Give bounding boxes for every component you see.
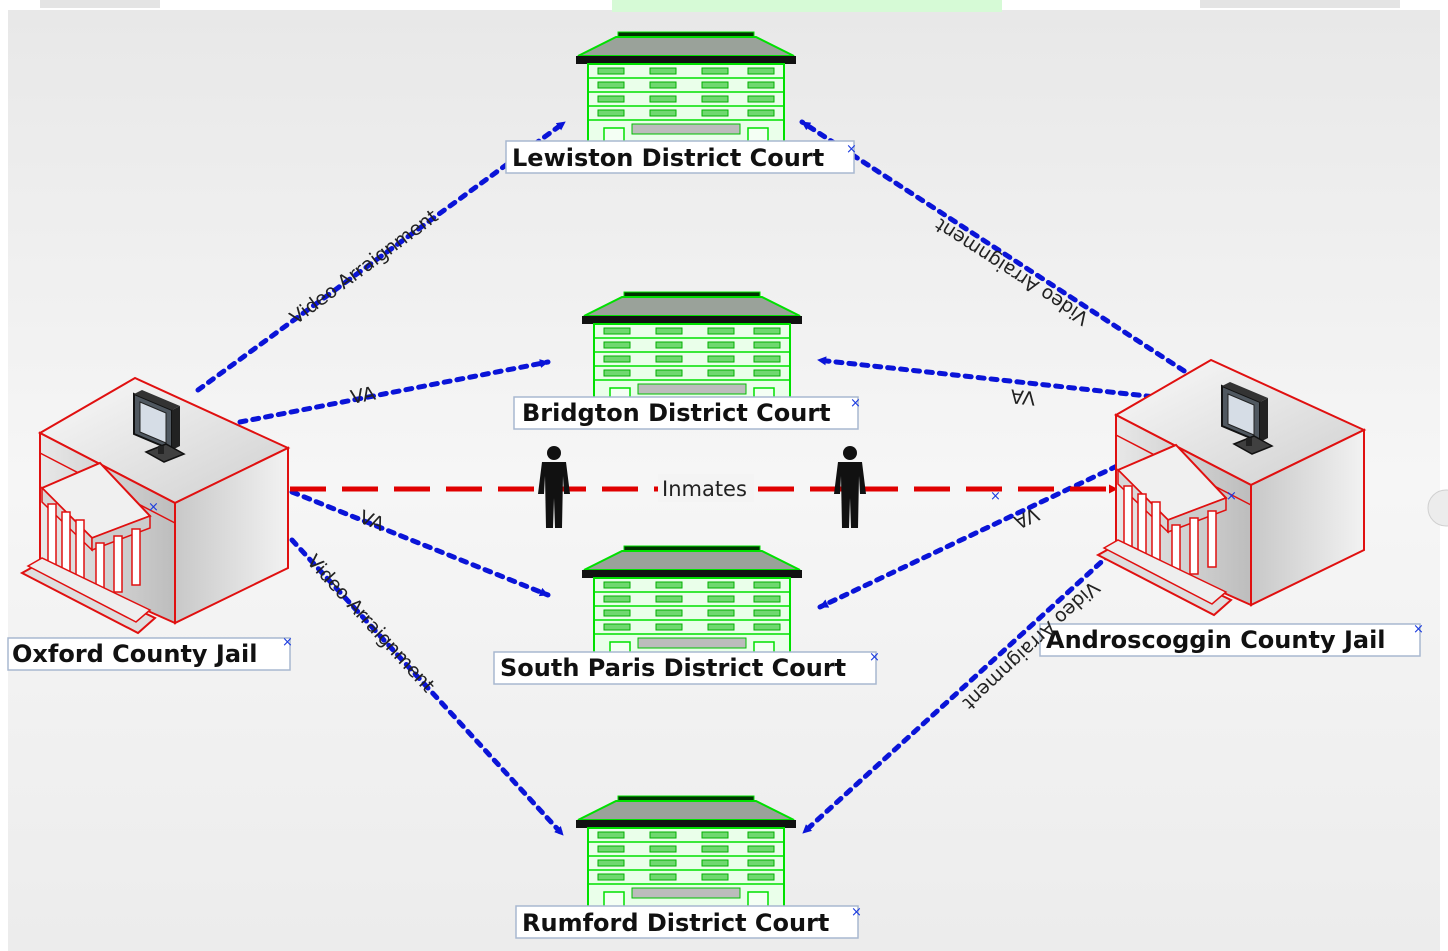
courthouse-building-icon [581,291,803,405]
top-tab-artifact [612,0,1002,12]
close-marker-icon: × [850,396,861,411]
inmates-label-group: Inmates [658,474,754,502]
court-label-south-paris: South Paris District Court [500,654,846,682]
court-south-paris: South Paris District Court × [493,545,880,685]
edge-circle-artifact [1427,489,1448,527]
court-bridgton: Bridgton District Court × [513,291,861,430]
edge-andro-bridgton [815,356,1168,401]
courthouse-building-icon [575,31,797,145]
courthouse-building-icon [575,795,797,909]
jail-label-box [7,637,291,671]
jail-label-box [1039,623,1421,657]
court-label-box [493,651,877,685]
edge-label-andro-bridgton: VA [1010,384,1037,408]
edge-oxford-bridgton [237,359,551,425]
court-lewiston: Lewiston District Court × [505,31,857,174]
close-marker-icon: × [282,635,293,650]
close-marker-icon: × [990,489,1001,504]
edge-andro-rumford [800,542,1123,836]
court-label-rumford: Rumford District Court [522,909,829,937]
jail-oxford: Oxford County Jail × × [7,377,293,671]
inmates-label-bg [658,474,754,502]
court-label-box [513,396,859,430]
close-marker-icon: × [851,905,862,920]
courthouse-building-icon [581,545,803,659]
edge-oxford-rumford [289,537,566,838]
close-marker-icon: × [869,650,880,665]
close-marker-icon: × [148,500,159,515]
court-label-box [515,905,859,939]
edge-andro-lewiston [799,119,1198,381]
edge-oxford-south-paris [289,489,551,598]
jail-label-androscoggin: Androscoggin County Jail [1046,626,1386,654]
close-marker-icon: × [1226,489,1237,504]
jail-androscoggin: Androscoggin County Jail × × × [990,359,1424,657]
edge-label-oxford-bridgton: VA [349,383,378,409]
court-label-lewiston: Lewiston District Court [512,144,824,172]
court-label-bridgton: Bridgton District Court [522,399,831,427]
top-edge-artifact-left [40,0,160,8]
edge-oxford-lewiston [195,119,568,393]
inmates-label: Inmates [662,477,747,501]
court-rumford: Rumford District Court × [515,795,862,939]
edge-andro-south-paris [817,463,1120,610]
close-marker-icon: × [1413,622,1424,637]
close-marker-icon: × [846,142,857,157]
edges [195,119,1198,838]
top-edge-artifact-right [1200,0,1400,8]
jail-label-oxford: Oxford County Jail [12,640,258,668]
court-label-box [505,140,855,174]
